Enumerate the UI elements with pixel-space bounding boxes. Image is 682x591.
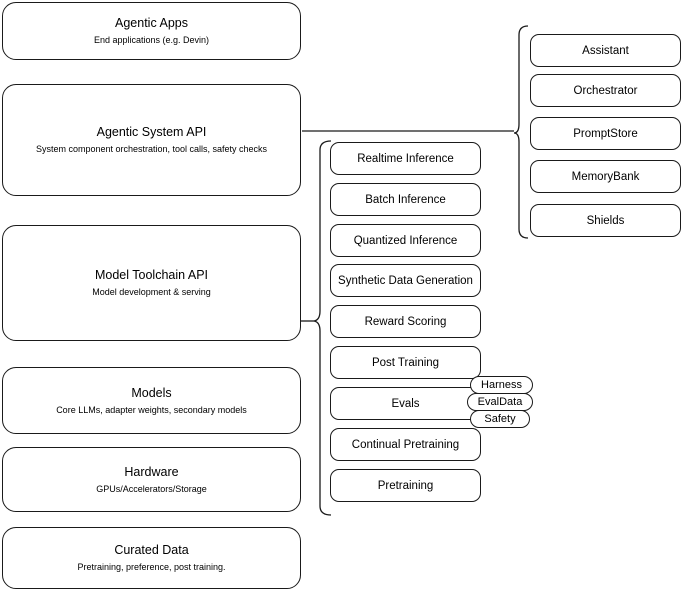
system-component-orchestrator[interactable]: Orchestrator (530, 74, 681, 107)
pill-label: EvalData (477, 395, 523, 408)
layer-models[interactable]: Models Core LLMs, adapter weights, secon… (2, 367, 301, 434)
toolchain-component-realtime-inference[interactable]: Realtime Inference (330, 142, 481, 175)
chip-label: Continual Pretraining (351, 438, 460, 451)
brace-toolchain-components (313, 140, 332, 516)
eval-badge-harness[interactable]: Harness (470, 376, 533, 394)
chip-label: Orchestrator (573, 84, 638, 97)
layer-subtitle: GPUs/Accelerators/Storage (96, 483, 207, 494)
toolchain-component-post-training[interactable]: Post Training (330, 346, 481, 379)
chip-label: Batch Inference (365, 193, 446, 206)
chip-label: Shields (586, 214, 625, 227)
chip-label: Assistant (582, 44, 629, 57)
pill-label: Harness (481, 378, 522, 391)
layer-title: Hardware (124, 464, 179, 479)
layer-curated-data[interactable]: Curated Data Pretraining, preference, po… (2, 527, 301, 589)
system-component-promptstore[interactable]: PromptStore (530, 117, 681, 150)
toolchain-component-reward-scoring[interactable]: Reward Scoring (330, 305, 481, 338)
toolchain-component-evals[interactable]: Evals (330, 387, 481, 420)
eval-badge-evaldata[interactable]: EvalData (467, 393, 533, 411)
system-component-memorybank[interactable]: MemoryBank (530, 160, 681, 193)
chip-label: Quantized Inference (353, 234, 458, 247)
layer-subtitle: Model development & serving (92, 287, 211, 297)
layer-title: Model Toolchain API (94, 268, 209, 282)
system-component-assistant[interactable]: Assistant (530, 34, 681, 67)
layer-hardware[interactable]: Hardware GPUs/Accelerators/Storage (2, 447, 301, 512)
chip-label: Pretraining (377, 479, 434, 492)
eval-badge-safety[interactable]: Safety (470, 410, 530, 428)
toolchain-component-pretraining[interactable]: Pretraining (330, 469, 481, 502)
chip-label: PromptStore (573, 127, 638, 140)
layer-subtitle: System component orchestration, tool cal… (35, 144, 268, 154)
brace-system-components (513, 25, 529, 239)
layer-subtitle: End applications (e.g. Devin) (93, 35, 210, 45)
layer-agentic-system-api[interactable]: Agentic System API System component orch… (2, 84, 301, 196)
layer-model-toolchain-api[interactable]: Model Toolchain API Model development & … (2, 225, 301, 341)
system-component-shields[interactable]: Shields (530, 204, 681, 237)
layer-title: Agentic Apps (115, 16, 188, 30)
toolchain-component-synthetic-data-generation[interactable]: Synthetic Data Generation (330, 264, 481, 297)
layer-subtitle: Pretraining, preference, post training. (77, 562, 226, 572)
layer-subtitle: Core LLMs, adapter weights, secondary mo… (56, 404, 247, 415)
chip-label: Post Training (371, 356, 440, 369)
chip-label: Synthetic Data Generation (338, 274, 473, 287)
layer-agentic-apps[interactable]: Agentic Apps End applications (e.g. Devi… (2, 2, 301, 60)
layer-title: Curated Data (114, 543, 189, 557)
toolchain-component-continual-pretraining[interactable]: Continual Pretraining (330, 428, 481, 461)
pill-label: Safety (484, 412, 516, 425)
chip-label: MemoryBank (571, 170, 640, 183)
chip-label: Evals (391, 397, 420, 410)
layer-title: Agentic System API (96, 125, 207, 139)
toolchain-component-batch-inference[interactable]: Batch Inference (330, 183, 481, 216)
chip-label: Reward Scoring (364, 315, 447, 328)
toolchain-component-quantized-inference[interactable]: Quantized Inference (330, 224, 481, 257)
layer-title: Models (131, 385, 172, 400)
chip-label: Realtime Inference (357, 152, 454, 165)
